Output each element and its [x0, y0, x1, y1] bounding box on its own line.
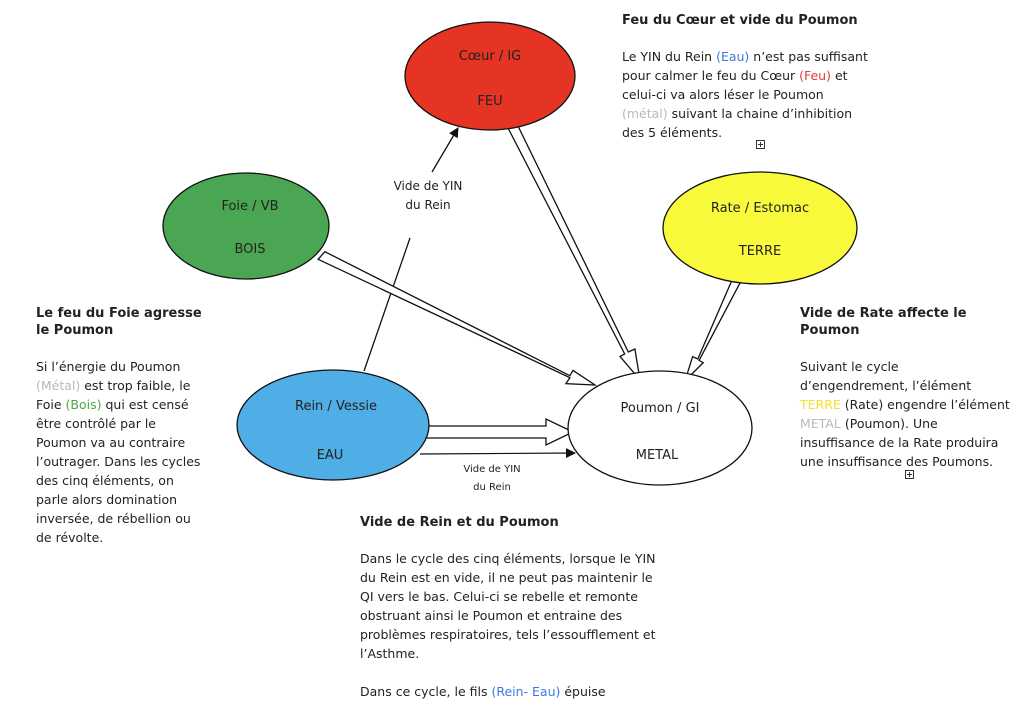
node-coeur-element: FEU: [477, 94, 502, 109]
note-vide-rein: Vide de Rein et du Poumon Dans le cycle …: [360, 514, 660, 701]
node-poumon: [567, 370, 753, 486]
node-rate-label: Rate / Estomac: [711, 201, 809, 216]
expand-icon[interactable]: [905, 470, 914, 479]
node-rein-label: Rein / Vessie: [295, 399, 377, 414]
note-feu-foie-title: Le feu du Foie agresse le Poumon: [36, 306, 202, 338]
node-poumon-element: METAL: [636, 448, 679, 463]
edge-label-vide-yin-top-line2: du Rein: [405, 198, 450, 212]
note-feu-coeur: Feu du Cœur et vide du Poumon Le YIN du …: [622, 12, 872, 142]
edge-label-vide-yin-bottom-line1: Vide de YIN: [463, 464, 520, 475]
block-arrow-rate-poumon: [684, 277, 743, 382]
block-arrow-foie-poumon: [317, 250, 598, 386]
connector-rein-coeur-upper: [431, 127, 459, 173]
note-vide-rate-title: Vide de Rate affecte le Poumon: [800, 306, 967, 338]
note-vide-rein-p1: Dans le cycle des cinq éléments, lorsque…: [360, 551, 656, 661]
node-rate-element: TERRE: [738, 244, 781, 259]
note-vide-rate: Vide de Rate affecte le Poumon Suivant l…: [800, 305, 1010, 471]
node-coeur: [404, 21, 576, 131]
note-feu-foie-text: Si l’énergie du Poumon (Métal) est trop …: [36, 359, 201, 545]
node-rein-element: EAU: [317, 448, 344, 463]
node-coeur-label: Cœur / IG: [459, 49, 522, 64]
block-arrow-coeur-poumon: [506, 123, 642, 383]
note-vide-rein-title: Vide de Rein et du Poumon: [360, 515, 559, 530]
expand-icon[interactable]: [756, 140, 765, 149]
node-foie: [162, 172, 330, 280]
connector-rein-poumon-bottom: [419, 448, 576, 459]
note-feu-coeur-text: Le YIN du Rein (Eau) n’est pas suffisant…: [622, 49, 868, 140]
node-foie-element: BOIS: [234, 242, 265, 257]
edge-label-vide-yin-top-line1: Vide de YIN: [394, 179, 463, 193]
node-poumon-label: Poumon / GI: [621, 401, 700, 416]
node-foie-label: Foie / VB: [221, 199, 278, 214]
note-vide-rein-p2: Dans ce cycle, le fils (Rein- Eau) épuis…: [360, 684, 606, 699]
note-feu-coeur-title: Feu du Cœur et vide du Poumon: [622, 13, 858, 28]
note-vide-rate-text: Suivant le cycle d’engendrement, l’éléme…: [800, 359, 1010, 469]
edge-label-vide-yin-bottom-line2: du Rein: [473, 482, 511, 493]
node-rein: [236, 369, 430, 481]
node-rate: [662, 171, 858, 285]
connector-rein-coeur-lower: [363, 237, 411, 372]
note-feu-foie: Le feu du Foie agresse le Poumon Si l’én…: [36, 305, 208, 547]
